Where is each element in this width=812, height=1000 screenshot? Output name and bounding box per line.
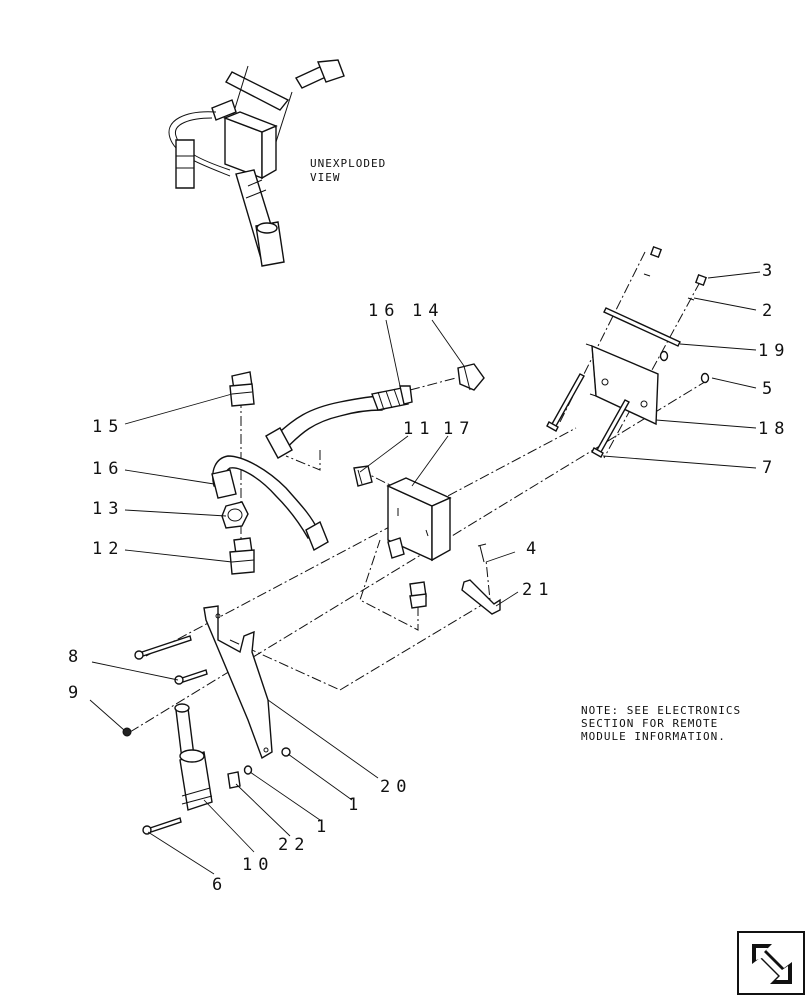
callout-17: 17 xyxy=(443,419,475,439)
callout-6: 6 xyxy=(212,875,228,895)
callout-10: 10 xyxy=(242,855,274,875)
callout-15: 15 xyxy=(92,417,124,437)
callout-8: 8 xyxy=(68,647,84,667)
callout-14: 14 xyxy=(412,301,444,321)
callout-20: 20 xyxy=(380,777,412,797)
callout-3: 3 xyxy=(762,261,778,281)
unexploded-label-1: UNEXPLODED xyxy=(310,157,386,170)
callout-16: 16 xyxy=(368,301,400,321)
adapter-fitting xyxy=(353,465,373,487)
callout-19: 19 xyxy=(758,341,790,361)
note-line-2: SECTION FOR REMOTE xyxy=(581,717,718,730)
mounting-plate-assembly xyxy=(546,245,710,458)
callout-13: 13 xyxy=(92,499,124,519)
callout-4: 4 xyxy=(526,539,542,559)
hose-upper xyxy=(265,363,485,459)
remote-module xyxy=(386,477,452,562)
return-arrow-button[interactable] xyxy=(737,931,805,995)
actuator-cylinder xyxy=(122,635,291,835)
callout-22: 22 xyxy=(278,835,310,855)
callout-5: 5 xyxy=(762,379,778,399)
callout-2: 2 xyxy=(762,301,778,321)
callout-9: 9 xyxy=(68,683,84,703)
return-arrow-icon xyxy=(752,944,792,984)
note-line-3: MODULE INFORMATION. xyxy=(581,730,726,743)
note-line-1: NOTE: SEE ELECTRONICS xyxy=(581,704,741,717)
bracket xyxy=(203,605,273,760)
unexploded-assembly xyxy=(168,59,345,267)
unexploded-label-2: VIEW xyxy=(310,171,341,184)
lower-fittings xyxy=(409,543,501,615)
fitting-stack xyxy=(221,371,255,575)
callout-16b: 16 xyxy=(92,459,124,479)
callout-7: 7 xyxy=(762,458,778,478)
leader-lines xyxy=(89,271,761,875)
callout-labels: 3 2 19 5 18 7 4 21 16 14 15 16 13 12 11 … xyxy=(68,261,790,895)
callout-18: 18 xyxy=(758,419,790,439)
callout-1b: 1 xyxy=(316,817,332,837)
callout-1a: 1 xyxy=(348,795,364,815)
callout-21: 21 xyxy=(522,580,554,600)
hose-middle xyxy=(211,455,329,552)
callout-12: 12 xyxy=(92,539,124,559)
callout-11: 11 xyxy=(403,419,435,439)
